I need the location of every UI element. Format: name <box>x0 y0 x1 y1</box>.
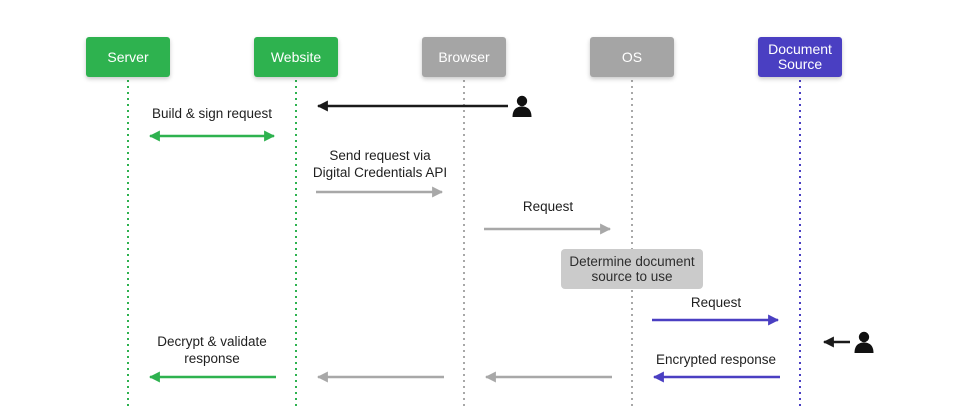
participant-document-source: Document Source <box>758 37 842 77</box>
message-decrypt-validate: Decrypt & validate response <box>157 334 267 366</box>
user-icon <box>512 95 532 117</box>
participant-website: Website <box>254 37 338 77</box>
message-build-sign: Build & sign request <box>151 106 273 121</box>
participant-browser: Browser <box>422 37 506 77</box>
message-encrypted-response: Encrypted response <box>655 352 777 367</box>
participant-os: OS <box>590 37 674 77</box>
message-send-request: Send request via Digital Credentials API <box>312 148 448 180</box>
user-icon <box>854 331 874 353</box>
message-request-os-source: Request <box>690 295 742 310</box>
participant-server: Server <box>86 37 170 77</box>
process-determine-source: Determine document source to use <box>561 249 703 289</box>
message-request-browser-os: Request <box>522 199 574 214</box>
